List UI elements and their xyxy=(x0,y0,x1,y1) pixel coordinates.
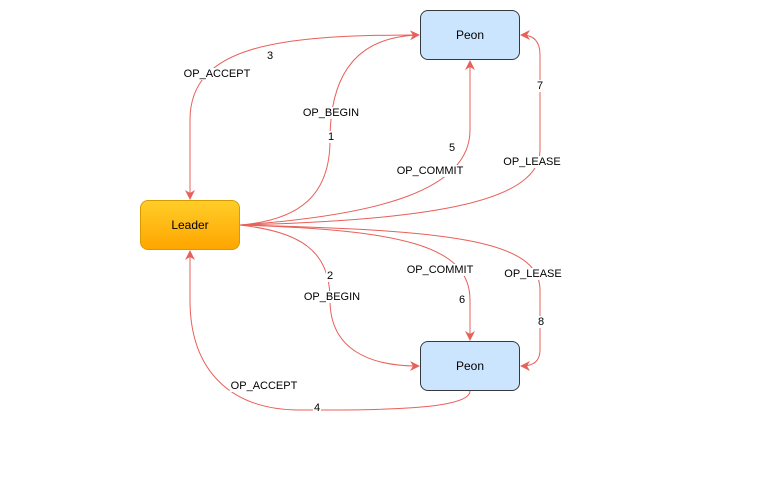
edge-label-name: OP_BEGIN xyxy=(301,107,361,119)
edge-label-name: OP_ACCEPT xyxy=(182,68,252,80)
peon-top-node[interactable]: Peon xyxy=(420,10,520,60)
edge-label-step: 6 xyxy=(457,294,467,306)
edge-label-step: 2 xyxy=(325,270,335,282)
edge-label-step: 4 xyxy=(312,402,322,414)
edge-op-accept-bottom xyxy=(185,250,471,411)
edge-op-begin-top xyxy=(239,30,420,226)
edge-op-commit-bottom xyxy=(239,224,475,341)
edge-op-lease-top xyxy=(239,30,541,226)
edge-op-commit-top xyxy=(239,60,475,226)
edge-label-step: 1 xyxy=(326,131,336,143)
peon-bottom-node[interactable]: Peon xyxy=(420,341,520,391)
edge-label-step: 3 xyxy=(265,50,275,62)
edge-label-step: 8 xyxy=(536,316,546,328)
edge-label-step: 5 xyxy=(447,142,457,154)
edge-label-name: OP_ACCEPT xyxy=(229,380,299,392)
edge-op-lease-bottom xyxy=(239,224,541,371)
edge-label-name: OP_LEASE xyxy=(502,156,562,168)
edge-label-name: OP_BEGIN xyxy=(302,291,362,303)
edge-label-name: OP_COMMIT xyxy=(405,264,475,276)
edge-op-accept-top xyxy=(185,34,419,200)
edge-label-step: 7 xyxy=(535,80,545,92)
edge-label-name: OP_LEASE xyxy=(503,268,563,280)
leader-node[interactable]: Leader xyxy=(140,200,240,250)
edge-label-name: OP_COMMIT xyxy=(395,165,465,177)
